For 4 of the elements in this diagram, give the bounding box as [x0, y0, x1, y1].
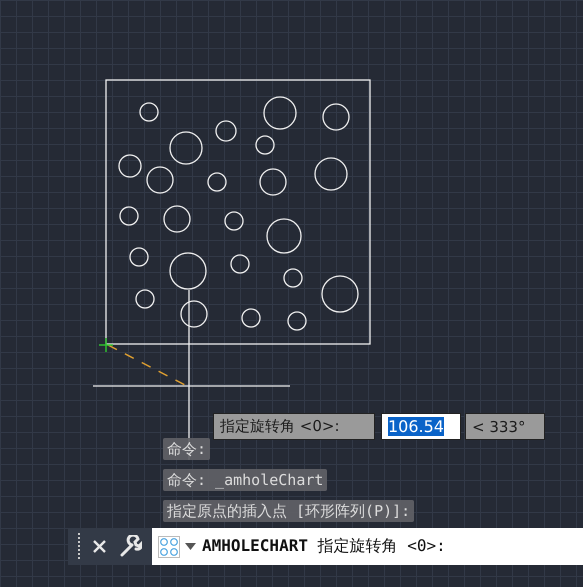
input-field: 106.54 [381, 413, 461, 440]
dynamic-input-prompt: 指定旋转角 <0>: [213, 413, 375, 440]
dynamic-input-prompt: < 333° [465, 413, 545, 440]
command-prompt: AMHOLECHART 指定旋转角 <0>: [202, 536, 446, 557]
